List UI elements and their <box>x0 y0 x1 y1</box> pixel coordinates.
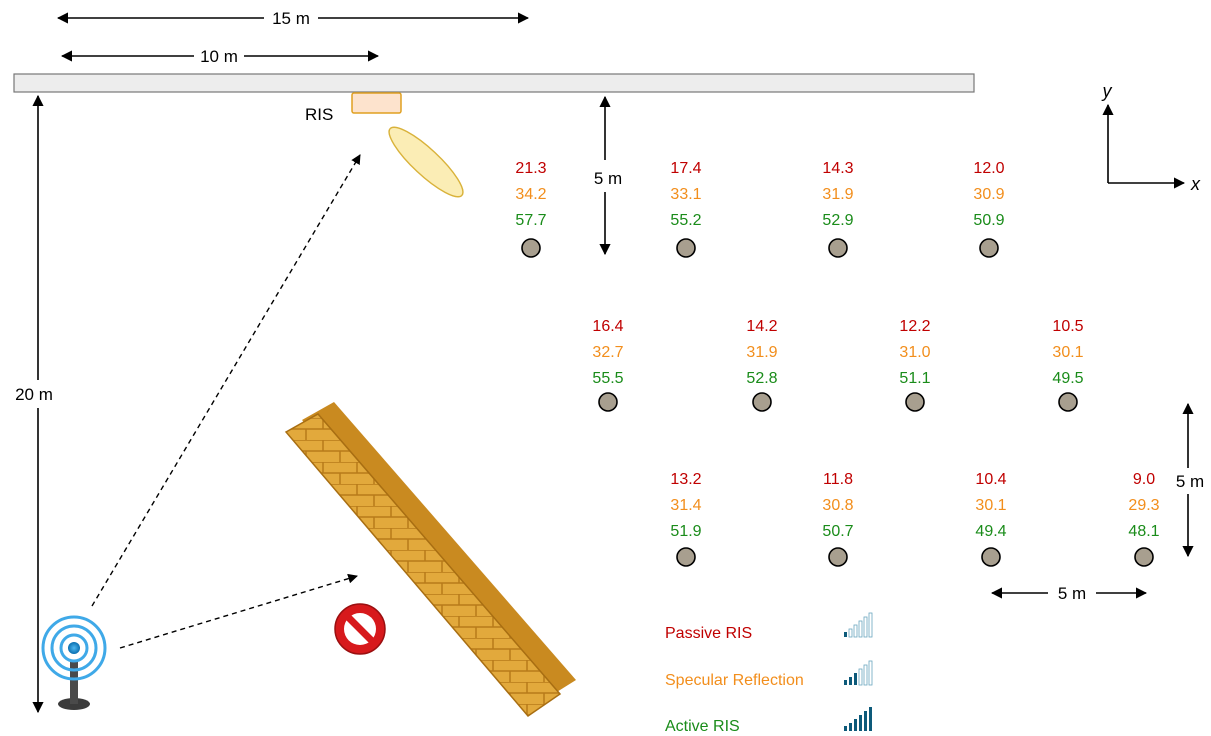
prohibited-icon <box>334 603 386 655</box>
ris-label: RIS <box>305 105 333 124</box>
coordinate-axes: y x <box>1101 81 1202 194</box>
user-point: 14.2 31.9 52.8 <box>746 318 778 412</box>
passive-value: 10.4 <box>975 471 1006 488</box>
x-axis-label: x <box>1190 174 1201 194</box>
active-value: 57.7 <box>515 212 546 229</box>
legend-item-active: Active RIS <box>665 707 872 735</box>
legend-label-active: Active RIS <box>665 718 740 735</box>
passive-value: 9.0 <box>1133 471 1155 488</box>
specular-value: 30.1 <box>975 497 1006 514</box>
active-value: 51.9 <box>670 523 701 540</box>
user-point-marker <box>1134 547 1154 567</box>
passive-value: 14.3 <box>822 160 853 177</box>
user-point: 9.0 29.3 48.1 <box>1128 471 1160 567</box>
active-value: 51.1 <box>899 370 930 387</box>
active-value: 55.5 <box>592 370 623 387</box>
user-point: 12.2 31.0 51.1 <box>899 318 931 412</box>
ris-panel <box>351 92 402 114</box>
active-value: 50.9 <box>973 212 1004 229</box>
user-point-marker <box>598 392 618 412</box>
passive-value: 21.3 <box>515 160 546 177</box>
user-point-marker <box>1058 392 1078 412</box>
brick-wall-obstacle <box>284 402 576 718</box>
specular-value: 31.9 <box>746 344 777 361</box>
dimension-row-spacing: 5 m <box>1176 402 1204 558</box>
active-value: 48.1 <box>1128 523 1159 540</box>
specular-value: 29.3 <box>1128 497 1159 514</box>
path-to-ris <box>91 154 361 607</box>
user-points: 21.3 34.2 57.7 17.4 33.1 55.2 14.3 31.9 52.9 12.0… <box>515 160 1160 567</box>
user-point: 12.0 30.9 50.9 <box>973 160 1005 258</box>
dimension-20m: 20 m <box>15 94 53 714</box>
dimension-10m: 10 m <box>60 47 380 66</box>
active-value: 52.9 <box>822 212 853 229</box>
dimension-wall-gap: 5 m <box>594 95 622 256</box>
passive-value: 11.8 <box>823 471 853 488</box>
legend: Passive RIS Specular Reflection <box>665 612 873 735</box>
user-point-marker <box>676 547 696 567</box>
active-value: 50.7 <box>822 523 853 540</box>
user-point-marker <box>828 547 848 567</box>
active-value: 52.8 <box>746 370 777 387</box>
passive-value: 10.5 <box>1052 318 1083 335</box>
user-point-marker <box>676 238 696 258</box>
user-point-marker <box>981 547 1001 567</box>
specular-value: 32.7 <box>592 344 623 361</box>
user-point: 16.4 32.7 55.5 <box>592 318 624 412</box>
specular-value: 30.1 <box>1052 344 1083 361</box>
user-point-marker <box>752 392 772 412</box>
user-point: 10.4 30.1 49.4 <box>975 471 1007 567</box>
specular-value: 31.4 <box>670 497 701 514</box>
specular-value: 30.9 <box>973 186 1004 203</box>
user-point-marker <box>905 392 925 412</box>
legend-item-specular: Specular Reflection <box>665 660 873 689</box>
ris-beam <box>388 126 464 198</box>
signal-strong-icon <box>844 707 872 731</box>
passive-value: 12.2 <box>899 318 930 335</box>
user-point: 17.4 33.1 55.2 <box>670 160 702 258</box>
active-value: 55.2 <box>670 212 701 229</box>
dimension-col-spacing-label: 5 m <box>1058 584 1086 603</box>
dimension-row-spacing-label: 5 m <box>1176 472 1204 491</box>
user-point: 11.8 30.8 50.7 <box>822 471 854 567</box>
path-blocked <box>119 573 358 649</box>
passive-value: 16.4 <box>592 318 623 335</box>
active-value: 49.4 <box>975 523 1006 540</box>
specular-value: 33.1 <box>670 186 701 203</box>
dimension-15m-label: 15 m <box>272 9 310 28</box>
active-value: 49.5 <box>1052 370 1083 387</box>
specular-value: 31.9 <box>822 186 853 203</box>
legend-label-specular: Specular Reflection <box>665 672 804 689</box>
user-point-marker <box>828 238 848 258</box>
dimension-wall-gap-label: 5 m <box>594 169 622 188</box>
y-axis-label: y <box>1101 81 1113 101</box>
user-point: 14.3 31.9 52.9 <box>822 160 854 258</box>
specular-value: 30.8 <box>822 497 853 514</box>
top-wall <box>13 73 975 93</box>
specular-value: 34.2 <box>515 186 546 203</box>
dimension-20m-label: 20 m <box>15 385 53 404</box>
dimension-10m-label: 10 m <box>200 47 238 66</box>
transmitter-icon <box>41 615 107 710</box>
user-point: 10.5 30.1 49.5 <box>1052 318 1084 412</box>
specular-value: 31.0 <box>899 344 930 361</box>
signal-weak-icon <box>844 612 873 638</box>
legend-label-passive: Passive RIS <box>665 625 752 642</box>
user-point: 13.2 31.4 51.9 <box>670 471 702 567</box>
user-point-marker <box>979 238 999 258</box>
passive-value: 13.2 <box>670 471 701 488</box>
dimension-col-spacing: 5 m <box>990 584 1148 603</box>
passive-value: 12.0 <box>973 160 1004 177</box>
dimension-15m: 15 m <box>56 9 530 28</box>
signal-medium-icon <box>844 660 873 686</box>
passive-value: 17.4 <box>670 160 701 177</box>
legend-item-passive: Passive RIS <box>665 612 873 642</box>
user-point-marker <box>521 238 541 258</box>
user-point: 21.3 34.2 57.7 <box>515 160 547 258</box>
passive-value: 14.2 <box>746 318 777 335</box>
